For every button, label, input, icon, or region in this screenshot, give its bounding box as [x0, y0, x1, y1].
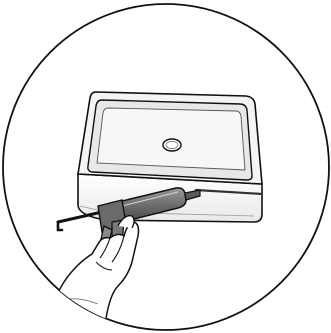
installation-diagram [0, 0, 331, 333]
illustration-stage [0, 0, 331, 333]
